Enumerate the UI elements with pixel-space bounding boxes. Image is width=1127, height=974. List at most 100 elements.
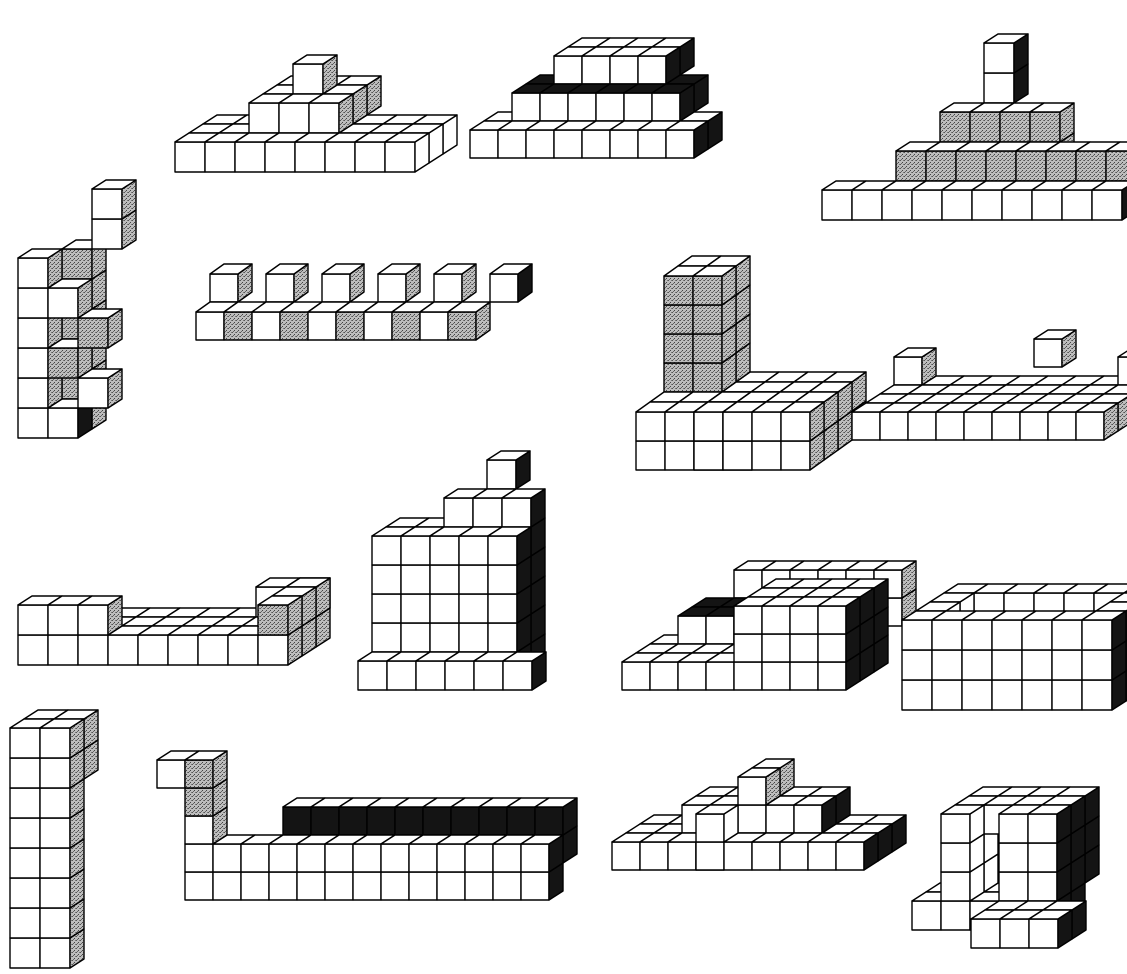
- cube-front-face: [762, 606, 790, 634]
- cube-front-face: [138, 635, 168, 665]
- cube: [1118, 348, 1127, 385]
- cube-front-face: [926, 151, 956, 181]
- cube-front-face: [372, 565, 401, 594]
- cube-front-face: [10, 938, 40, 968]
- cube-front-face: [696, 814, 724, 842]
- cube-front-face: [1076, 412, 1104, 440]
- cube-front-face: [401, 565, 430, 594]
- cube-front-face: [738, 777, 766, 805]
- cube: [1052, 650, 1082, 680]
- cube-front-face: [409, 844, 437, 872]
- cube-front-face: [358, 661, 387, 690]
- cube-front-face: [694, 441, 723, 470]
- cube-front-face: [10, 908, 40, 938]
- cube-front-face: [420, 312, 448, 340]
- cube: [325, 872, 353, 900]
- cube-front-face: [502, 498, 531, 527]
- cube-front-face: [48, 635, 78, 665]
- cube: [297, 872, 325, 900]
- cube: [10, 848, 40, 878]
- cube: [459, 623, 488, 652]
- terraced-block: [622, 561, 916, 690]
- cube-front-face: [1082, 650, 1112, 680]
- cube: [762, 662, 790, 690]
- cube-front-face: [962, 680, 992, 710]
- cube: [401, 565, 430, 594]
- cube-front-face: [992, 650, 1022, 680]
- cube-front-face: [1092, 190, 1122, 220]
- cube: [185, 872, 213, 900]
- cube-front-face: [781, 441, 810, 470]
- cube-front-face: [568, 93, 596, 121]
- cube-front-face: [790, 662, 818, 690]
- cube: [10, 908, 40, 938]
- cube-front-face: [322, 274, 350, 302]
- cube: [213, 872, 241, 900]
- cube-front-face: [78, 635, 108, 665]
- cube: [762, 634, 790, 662]
- cube-front-face: [185, 872, 213, 900]
- cube: [401, 623, 430, 652]
- cube-front-face: [185, 760, 213, 788]
- cube: [434, 264, 476, 302]
- cube-front-face: [40, 788, 70, 818]
- cube-front-face: [582, 56, 610, 84]
- cube: [664, 334, 693, 363]
- cube: [902, 650, 932, 680]
- cube: [665, 441, 694, 470]
- cube-front-face: [932, 650, 962, 680]
- cube-front-face: [355, 142, 385, 172]
- cube: [999, 843, 1028, 872]
- cube-front-face: [18, 348, 48, 378]
- cube-front-face: [1020, 412, 1048, 440]
- cube-front-face: [409, 872, 437, 900]
- cube: [1092, 181, 1127, 220]
- cube: [723, 441, 752, 470]
- cube-front-face: [526, 130, 554, 158]
- cube: [696, 805, 738, 842]
- cube: [734, 634, 762, 662]
- cube-front-face: [430, 536, 459, 565]
- staircase-three-step: [470, 38, 722, 158]
- u-shaped-trough: [18, 578, 330, 665]
- cube-front-face: [18, 288, 48, 318]
- cube-front-face: [818, 662, 846, 690]
- cube-front-face: [706, 616, 734, 644]
- cube-front-face: [902, 680, 932, 710]
- cube-front-face: [1028, 872, 1057, 901]
- cube-top-face: [1118, 348, 1127, 357]
- long-staircase-dark: [822, 34, 1127, 220]
- twin-tall-column: [10, 710, 98, 968]
- cube-front-face: [665, 412, 694, 441]
- arch-bridge-block: [912, 787, 1099, 948]
- zigzag-cube-row: [196, 264, 532, 340]
- cube-front-face: [309, 103, 339, 133]
- cube-front-face: [78, 318, 108, 348]
- cube-front-face: [451, 807, 479, 835]
- cube-front-face: [956, 151, 986, 181]
- cube: [10, 758, 40, 788]
- cube-front-face: [372, 536, 401, 565]
- cube-front-face: [582, 130, 610, 158]
- cube-front-face: [752, 412, 781, 441]
- cube-front-face: [1034, 339, 1062, 367]
- cube: [941, 901, 970, 930]
- cube: [185, 844, 213, 872]
- cube-front-face: [258, 605, 288, 635]
- cube-front-face: [622, 662, 650, 690]
- cube: [738, 805, 766, 833]
- cube-front-face: [724, 842, 752, 870]
- cube-front-face: [10, 818, 40, 848]
- cube: [78, 309, 122, 348]
- cube: [999, 872, 1028, 901]
- cube: [430, 594, 459, 623]
- cube-front-face: [1046, 151, 1076, 181]
- cube-front-face: [465, 872, 493, 900]
- cube-front-face: [964, 412, 992, 440]
- cube-front-face: [62, 249, 92, 279]
- cube-front-face: [1022, 620, 1052, 650]
- cube-front-face: [465, 844, 493, 872]
- cube-front-face: [610, 56, 638, 84]
- cube-front-face: [185, 844, 213, 872]
- cube-front-face: [852, 412, 880, 440]
